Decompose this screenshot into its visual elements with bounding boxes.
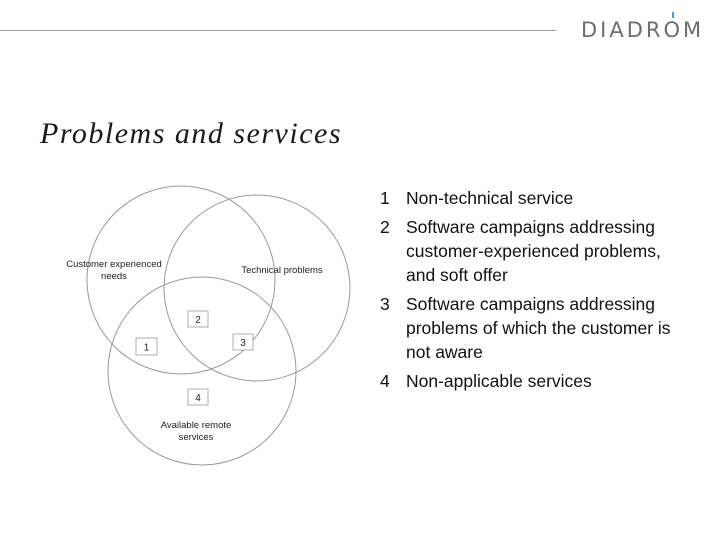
region-label-1: 1	[144, 343, 150, 354]
circle-label-customer-needs-line1: Customer experienced	[66, 259, 162, 270]
list-item-text: Software campaigns addressing problems o…	[406, 294, 671, 362]
list-item: 4 Non-applicable services	[380, 369, 710, 393]
circle-customer-needs	[86, 185, 276, 375]
circle-label-technical-problems: Technical problems	[241, 265, 323, 276]
region-badge-2: 2	[187, 310, 209, 328]
list-item-number: 1	[380, 188, 390, 208]
region-label-2: 2	[195, 315, 201, 326]
logo-text-end: M	[683, 18, 705, 42]
circle-label-customer-needs-line2: needs	[101, 271, 127, 282]
list-item-number: 4	[380, 371, 390, 391]
region-badge-3: 3	[232, 333, 254, 351]
region-badge-1: 1	[135, 337, 158, 356]
region-badge-4: 4	[187, 388, 209, 406]
list-item: 2 Software campaigns addressing customer…	[380, 215, 710, 287]
logo-text-main: DIADR	[581, 18, 664, 42]
list-item: 1 Non-technical service	[380, 186, 710, 210]
list-item-number: 2	[380, 217, 390, 237]
list-item-text: Non-applicable services	[406, 371, 592, 391]
circle-label-remote-services-line1: Available remote	[161, 420, 232, 431]
logo-accent-o: O	[664, 12, 684, 42]
slide-title: Problems and services	[40, 117, 342, 150]
circle-technical-problems	[163, 194, 351, 382]
circle-remote-services	[107, 276, 297, 466]
list-item-text: Software campaigns addressing customer-e…	[406, 217, 661, 285]
list-item: 3 Software campaigns addressing problems…	[380, 292, 710, 364]
list-item-number: 3	[380, 294, 390, 314]
region-label-3: 3	[240, 338, 246, 349]
circle-label-remote-services-line2: services	[179, 432, 214, 443]
list-item-text: Non-technical service	[406, 188, 574, 208]
header-divider	[0, 30, 556, 31]
logo-accent-mark	[672, 12, 675, 18]
region-label-4: 4	[195, 393, 201, 404]
legend-list: 1 Non-technical service 2 Software campa…	[380, 186, 710, 398]
